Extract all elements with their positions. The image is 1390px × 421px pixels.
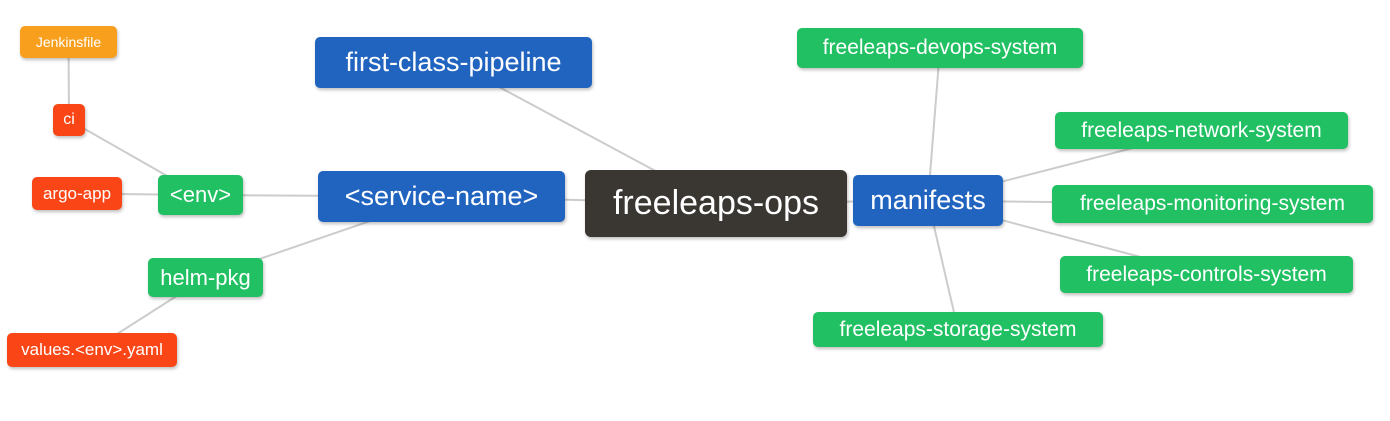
node-ci[interactable]: ci <box>53 104 85 136</box>
node-first-class-pipeline[interactable]: first-class-pipeline <box>315 37 592 88</box>
node-manifests[interactable]: manifests <box>853 175 1003 226</box>
node-freeleaps-network-system[interactable]: freeleaps-network-system <box>1055 112 1348 149</box>
node-freeleaps-monitoring-system[interactable]: freeleaps-monitoring-system <box>1052 185 1373 223</box>
node-helm-pkg[interactable]: helm-pkg <box>148 258 263 297</box>
node-jenkinsfile[interactable]: Jenkinsfile <box>20 26 117 58</box>
node-freeleaps-devops-system[interactable]: freeleaps-devops-system <box>797 28 1083 68</box>
node-env[interactable]: <env> <box>158 175 243 215</box>
node-values-env-yaml[interactable]: values.<env>.yaml <box>7 333 177 367</box>
node-freeleaps-ops[interactable]: freeleaps-ops <box>585 170 847 237</box>
node-argo-app[interactable]: argo-app <box>32 177 122 210</box>
node-service-name[interactable]: <service-name> <box>318 171 565 222</box>
node-freeleaps-controls-system[interactable]: freeleaps-controls-system <box>1060 256 1353 293</box>
node-freeleaps-storage-system[interactable]: freeleaps-storage-system <box>813 312 1103 347</box>
